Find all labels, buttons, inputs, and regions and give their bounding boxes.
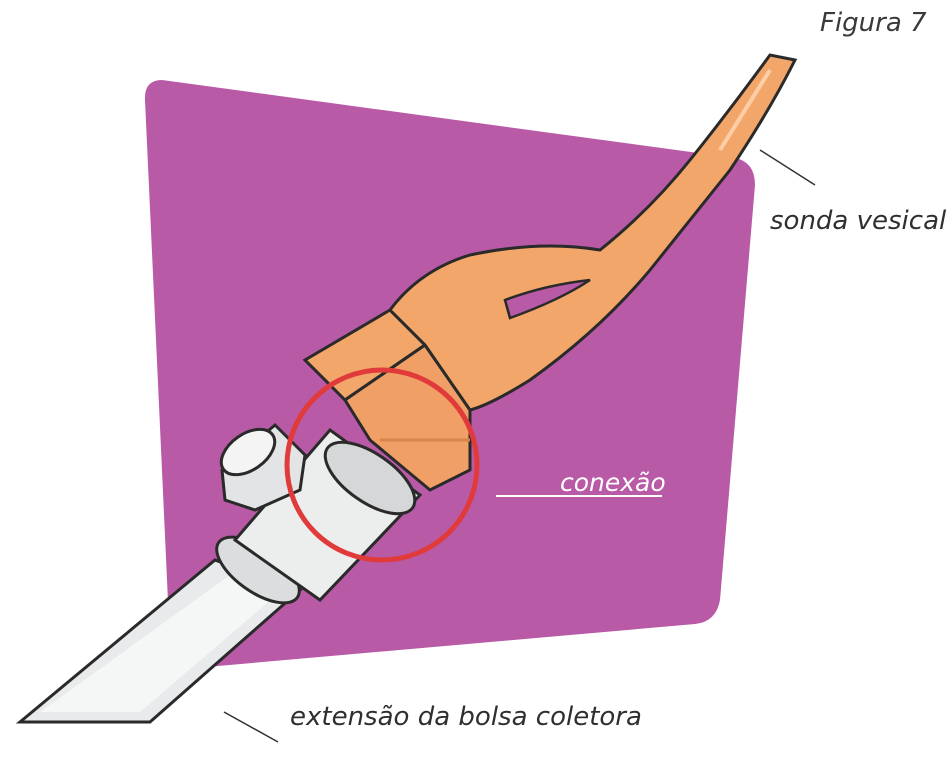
extension-label: extensão da bolsa coletora bbox=[290, 702, 642, 732]
connection-label: conexão bbox=[560, 468, 666, 497]
extension-leader-line bbox=[224, 712, 278, 742]
figure-number-label: Figura 7 bbox=[820, 8, 927, 38]
catheter-label: sonda vesical bbox=[770, 206, 946, 236]
catheter-leader-line bbox=[760, 150, 815, 185]
